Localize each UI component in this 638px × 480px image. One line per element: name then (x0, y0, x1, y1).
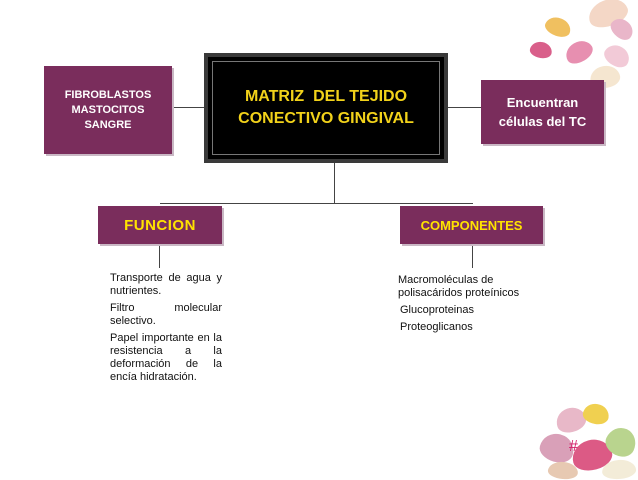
cells-note-line-1: Encuentran (506, 95, 579, 110)
componentes-title: COMPONENTES (420, 217, 523, 233)
main-title-box: MATRIZ DEL TEJIDO CONECTIVO GINGIVAL (204, 53, 448, 163)
funcion-item: Papel importante en la resistencia a la … (110, 332, 222, 383)
cells-note-box: Encuentran células del TC (481, 80, 604, 144)
connector-funcion-down (159, 244, 160, 268)
connector-right (448, 107, 481, 108)
componentes-item: Macromoléculas de polisacáridos proteíni… (398, 274, 520, 299)
funcion-title: FUNCION (124, 216, 196, 234)
cells-box: FIBROBLASTOS MASTOCITOS SANGRE (44, 66, 172, 154)
connector-left (172, 107, 205, 108)
page-number: # (569, 438, 578, 455)
componentes-heading: COMPONENTES (400, 206, 543, 244)
cells-note-line-2: células del TC (498, 114, 587, 129)
connector-componentes-down (472, 244, 473, 268)
componentes-item: Proteoglicanos (400, 321, 473, 333)
componentes-list: Macromoléculas de polisacáridos proteíni… (398, 274, 548, 338)
cells-line-2: MASTOCITOS (71, 103, 145, 116)
main-title-line-1: MATRIZ DEL TEJIDO (244, 88, 408, 105)
cells-line-1: FIBROBLASTOS (64, 88, 152, 101)
funcion-item: Transporte de agua y nutrientes. (110, 272, 222, 297)
connector-main-down (334, 163, 335, 203)
componentes-item: Glucoproteinas (400, 304, 474, 316)
funcion-list: Transporte de agua y nutrientes. Filtro … (110, 272, 222, 388)
cells-line-3: SANGRE (84, 118, 132, 131)
connector-horizontal (160, 203, 473, 204)
funcion-heading: FUNCION (98, 206, 222, 244)
main-title-line-2: CONECTIVO GINGIVAL (238, 110, 414, 127)
funcion-item: Filtro molecular selectivo. (110, 302, 222, 327)
